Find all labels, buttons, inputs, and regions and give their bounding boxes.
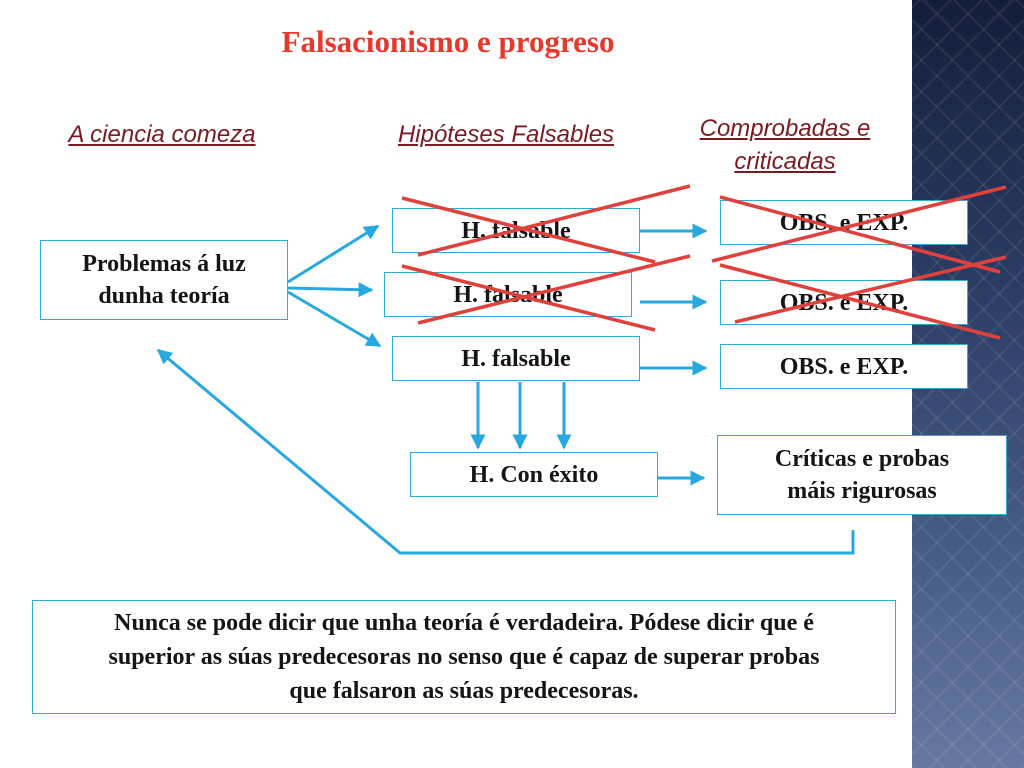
cross-obs2-b (734, 255, 1007, 324)
cross-hyp2-a (401, 264, 656, 332)
observation-box-3: OBS. e EXP. (720, 344, 968, 389)
critic-box: Críticas e probas máis rigurosas (717, 435, 1007, 515)
cross-hyp2-b (417, 254, 691, 325)
cross-obs1-a (719, 195, 1001, 274)
slide-title: Falsacionismo e progreso (281, 24, 615, 59)
problem-box: Problemas á luz dunha teoría (40, 240, 288, 320)
feedback-arrow (156, 348, 855, 555)
conclusion-line1: Nunca se pode dicir que unha teoría é ve… (114, 610, 814, 636)
header-start: A ciencia comeza (68, 121, 256, 148)
arrow-problem-to-hyp2 (287, 282, 374, 298)
header-tested: Comprobadas e criticadas (670, 112, 900, 178)
cross-obs1-b (711, 185, 1007, 263)
problem-line1: Problemas á luz (82, 251, 246, 277)
conclusion-line2: superior as súas predecesoras no senso q… (108, 644, 820, 670)
header-hypotheses: Hipóteses Falsables (397, 121, 615, 148)
cross-hyp1-a (401, 196, 656, 264)
critic-line2: máis rigurosas (787, 478, 937, 504)
problem-line2: dunha teoría (98, 283, 230, 309)
arrow-problem-to-hyp3 (287, 290, 382, 348)
arrow-problem-to-hyp1 (287, 224, 380, 284)
conclusion-line3: que falsaron as súas predecesoras. (289, 678, 639, 704)
critic-line1: Críticas e probas (774, 446, 950, 472)
cross-obs2-a (719, 263, 1001, 340)
conclusion-box: Nunca se pode dicir que unha teoría é ve… (32, 600, 896, 714)
header-tested-line2: criticadas (734, 148, 836, 175)
success-box: H. Con éxito (410, 452, 658, 497)
header-tested-line1: Comprobadas e (699, 115, 871, 142)
cross-hyp1-b (417, 184, 691, 257)
hypothesis-box-3: H. falsable (392, 336, 640, 381)
